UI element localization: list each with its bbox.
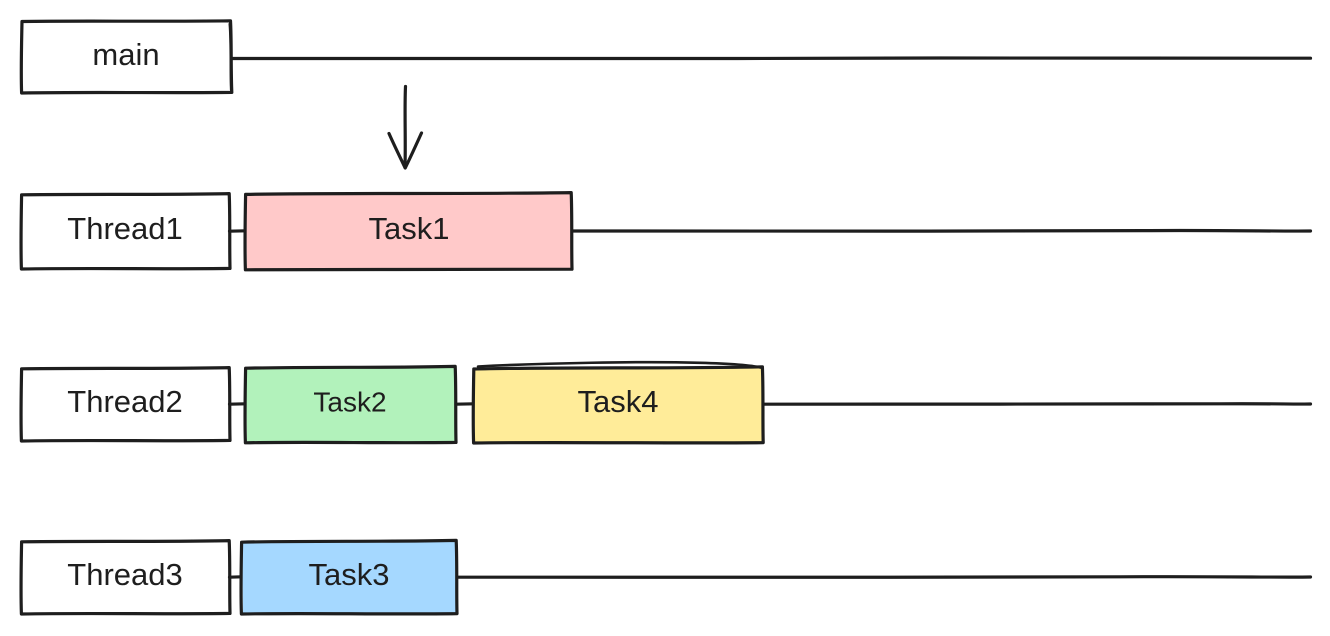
task2-label: Task2 [313, 386, 386, 417]
arrow-main-to-thread1 [387, 84, 424, 170]
lane-thread1-timeline [570, 228, 1313, 233]
task-box-task1[interactable]: Task1 [243, 191, 574, 272]
lane-main-label: main [92, 37, 159, 72]
task3-outline [239, 538, 459, 616]
lane-thread2-box-outline [19, 366, 232, 443]
lane-thread1-label-box[interactable] [19, 192, 232, 271]
task-box-task2[interactable]: Task2 [243, 364, 458, 445]
lane-thread1-label: Thread1 [67, 211, 182, 246]
lane-thread3-label-box[interactable] [19, 539, 232, 616]
arrow-head [387, 131, 424, 170]
task4-outline [471, 365, 765, 445]
lane-thread2-label: Thread2 [67, 384, 182, 419]
task-box-task4[interactable]: Task4 [471, 360, 765, 445]
lane-thread1: Thread1 Task1 [19, 191, 1313, 272]
task1-label: Task1 [369, 211, 450, 246]
lane-main-box-outline-pass2 [228, 22, 233, 92]
lane-thread3: Thread3 Task3 [19, 538, 1313, 616]
task4-label: Task4 [578, 384, 659, 419]
lane-thread3-box-outline [19, 539, 232, 616]
task3-label: Task3 [309, 557, 390, 592]
lane-thread2-label-box[interactable] [19, 366, 232, 443]
lane-thread2: Thread2 Task2 Task4 [19, 360, 1313, 445]
lane-main: main [19, 19, 1313, 95]
lane-thread3-timeline [455, 575, 1313, 579]
lane-main-label-box[interactable] [19, 19, 234, 95]
arrow-shaft [403, 84, 408, 170]
lane-main-timeline [230, 56, 1313, 61]
lane-thread2-timeline [761, 402, 1313, 406]
task-box-task3[interactable]: Task3 [239, 538, 459, 616]
task2-outline [243, 364, 458, 445]
lane-thread1-box-outline [19, 192, 232, 271]
task1-outline [243, 191, 574, 272]
task4-outline-pass2 [476, 360, 763, 369]
lane-main-box-outline [19, 19, 234, 95]
lane-thread3-label: Thread3 [67, 557, 182, 592]
